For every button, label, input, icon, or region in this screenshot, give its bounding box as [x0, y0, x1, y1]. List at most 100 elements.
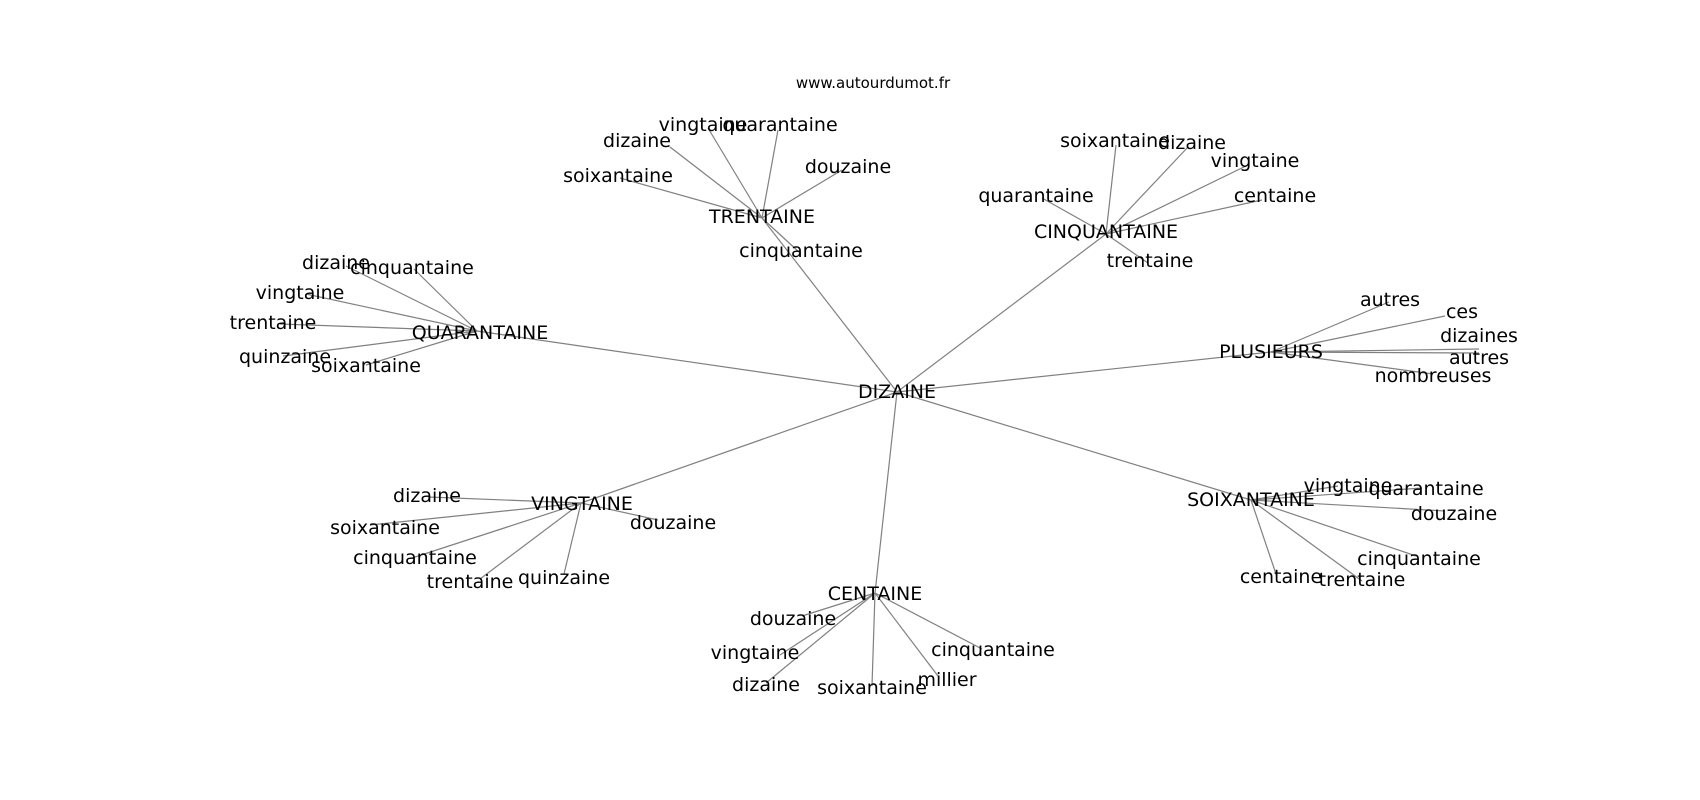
edge-quarantaine-quinzaine — [282, 330, 478, 357]
edge-plusieurs-autres — [1270, 351, 1480, 354]
center-node-label: DIZAINE — [858, 381, 936, 403]
leaf-label-cinquantaine-dizaine: dizaine — [1158, 132, 1226, 154]
edge-quarantaine-soixantaine — [365, 330, 478, 366]
leaf-label-cinquantaine-trentaine: trentaine — [1107, 250, 1194, 272]
edge-trentaine-soixantaine — [619, 177, 763, 219]
edge-trentaine-quarantaine — [761, 129, 779, 219]
edge-cinquantaine-quarantaine — [1041, 197, 1107, 235]
leaf-label-trentaine-dizaine: dizaine — [603, 130, 671, 152]
leaf-label-plusieurs-autres: autres — [1449, 347, 1509, 369]
hub-label-quarantaine: QUARANTAINE — [412, 322, 548, 344]
leaf-label-centaine-dizaine: dizaine — [732, 674, 800, 696]
edge-center-cinquantaine — [896, 233, 1107, 393]
edge-center-quarantaine — [476, 330, 898, 393]
edge-trentaine-dizaine — [669, 146, 763, 219]
edge-trentaine-vingtaine — [707, 127, 763, 219]
leaf-label-plusieurs-ces: ces — [1446, 301, 1478, 323]
edge-soixantaine-douzaine — [1250, 499, 1446, 512]
edge-soixantaine-trentaine — [1250, 499, 1363, 582]
edge-cinquantaine-centaine — [1105, 199, 1263, 235]
leaf-label-cinquantaine-vingtaine: vingtaine — [1211, 150, 1300, 172]
edge-quarantaine-dizaine — [345, 265, 478, 332]
leaf-label-soixantaine-douzaine: douzaine — [1411, 503, 1497, 525]
leaf-label-soixantaine-vingtaine: vingtaine — [1304, 475, 1393, 497]
leaf-label-trentaine-soixantaine: soixantaine — [563, 165, 673, 187]
edge-vingtaine-cinquantaine — [411, 502, 582, 559]
leaf-label-centaine-cinquantaine: cinquantaine — [931, 639, 1055, 661]
leaf-label-plusieurs-nombreuses: nombreuses — [1375, 365, 1492, 387]
edge-centaine-douzaine — [801, 592, 876, 617]
edge-quarantaine-cinquantaine — [413, 268, 478, 332]
edge-cinquantaine-vingtaine — [1105, 164, 1249, 235]
edge-center-soixantaine — [896, 391, 1252, 501]
leaf-label-quarantaine-quinzaine: quinzaine — [239, 346, 331, 368]
edge-center-centaine — [874, 391, 898, 594]
hub-label-cinquantaine: CINQUANTAINE — [1034, 221, 1178, 243]
leaf-label-quarantaine-cinquantaine: cinquantaine — [350, 257, 474, 279]
leaf-label-cinquantaine-soixantaine: soixantaine — [1060, 130, 1170, 152]
leaf-label-cinquantaine-quarantaine: quarantaine — [978, 185, 1093, 207]
leaf-label-cinquantaine-centaine: centaine — [1234, 185, 1316, 207]
leaf-label-trentaine-cinquantaine: cinquantaine — [739, 240, 863, 262]
edge-centaine-millier — [874, 592, 939, 677]
leaf-label-trentaine-douzaine: douzaine — [805, 156, 891, 178]
edge-soixantaine-cinquantaine — [1250, 499, 1417, 557]
edge-vingtaine-soixantaine — [369, 502, 582, 526]
edge-cinquantaine-soixantaine — [1105, 144, 1117, 235]
hub-label-trentaine: TRENTAINE — [708, 206, 815, 228]
edge-cinquantaine-trentaine — [1105, 233, 1149, 264]
leaf-label-vingtaine-soixantaine: soixantaine — [330, 517, 440, 539]
hub-label-soixantaine: SOIXANTAINE — [1187, 489, 1315, 511]
edge-center-trentaine — [761, 217, 898, 393]
edge-vingtaine-douzaine — [580, 502, 659, 521]
leaf-label-quarantaine-soixantaine: soixantaine — [311, 355, 421, 377]
edge-vingtaine-trentaine — [479, 502, 582, 580]
edge-trentaine-cinquantaine — [761, 217, 801, 254]
leaf-label-soixantaine-quarantaine: quarantaine — [1368, 478, 1483, 500]
leaf-label-plusieurs-dizaines: dizaines — [1440, 325, 1518, 347]
site-credit: www.autourdumot.fr — [796, 74, 951, 92]
edge-center-vingtaine — [580, 391, 898, 504]
leaf-label-plusieurs-autres: autres — [1360, 289, 1420, 311]
edge-soixantaine-vingtaine — [1250, 485, 1339, 501]
leaf-label-quarantaine-dizaine: dizaine — [302, 252, 370, 274]
edge-plusieurs-dizaines — [1270, 348, 1480, 353]
leaf-label-vingtaine-trentaine: trentaine — [427, 571, 514, 593]
hub-label-vingtaine: VINGTAINE — [531, 493, 633, 515]
edge-soixantaine-centaine — [1250, 499, 1278, 578]
edge-soixantaine-quarantaine — [1250, 487, 1423, 501]
edges-layer — [279, 127, 1480, 687]
leaf-label-centaine-millier: millier — [917, 669, 976, 691]
edge-plusieurs-autres — [1270, 301, 1390, 353]
leaf-label-trentaine-quarantaine: quarantaine — [722, 114, 837, 136]
hub-label-centaine: CENTAINE — [828, 583, 922, 605]
leaf-label-quarantaine-vingtaine: vingtaine — [256, 282, 345, 304]
edge-plusieurs-nombreuses — [1270, 351, 1434, 375]
edge-vingtaine-quinzaine — [563, 502, 582, 575]
hub-label-plusieurs: PLUSIEURS — [1219, 341, 1323, 363]
edge-trentaine-douzaine — [761, 169, 843, 219]
edge-quarantaine-vingtaine — [305, 293, 478, 332]
labels-layer: vingtainequarantainedizainedouzainesoixa… — [230, 114, 1518, 699]
edge-centaine-soixantaine — [871, 592, 876, 687]
edge-center-plusieurs — [896, 351, 1272, 393]
edge-quarantaine-trentaine — [279, 323, 478, 332]
edge-centaine-cinquantaine — [874, 592, 983, 650]
leaf-label-vingtaine-dizaine: dizaine — [393, 485, 461, 507]
leaf-label-centaine-douzaine: douzaine — [750, 608, 836, 630]
edge-centaine-vingtaine — [779, 592, 876, 656]
leaf-label-centaine-vingtaine: vingtaine — [711, 642, 800, 664]
leaf-label-vingtaine-cinquantaine: cinquantaine — [353, 547, 477, 569]
leaf-label-soixantaine-trentaine: trentaine — [1319, 569, 1406, 591]
edge-plusieurs-ces — [1270, 315, 1446, 353]
leaf-label-vingtaine-douzaine: douzaine — [630, 512, 716, 534]
edge-vingtaine-dizaine — [427, 496, 582, 504]
edge-centaine-dizaine — [765, 592, 876, 684]
leaf-label-trentaine-vingtaine: vingtaine — [659, 114, 748, 136]
edge-cinquantaine-dizaine — [1105, 146, 1189, 235]
leaf-label-soixantaine-cinquantaine: cinquantaine — [1357, 548, 1481, 570]
leaf-label-vingtaine-quinzaine: quinzaine — [518, 567, 610, 589]
leaf-label-centaine-soixantaine: soixantaine — [817, 677, 927, 699]
